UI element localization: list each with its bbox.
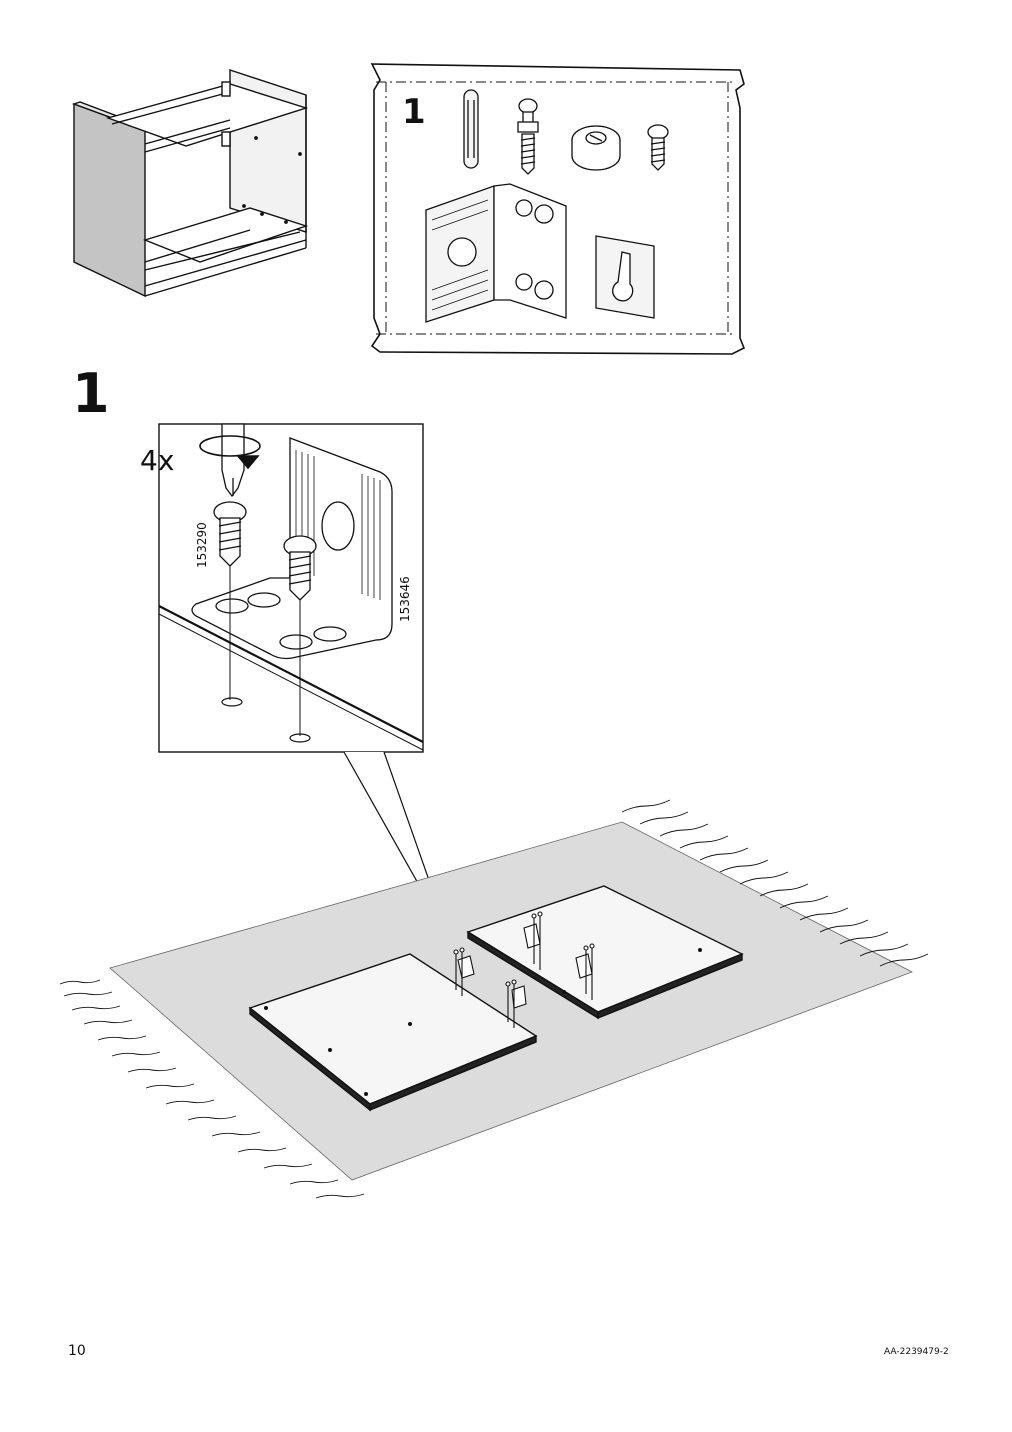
bracket-icon <box>523 911 543 970</box>
screw-icon <box>647 124 669 171</box>
rotation-arrow-icon <box>199 435 261 470</box>
detail-screw-icon <box>213 501 247 567</box>
quantity-label: 4x <box>140 444 175 477</box>
document-id: AA-2239479-2 <box>884 1347 949 1357</box>
step-detail-box <box>158 423 451 941</box>
screwdriver-icon <box>221 423 245 498</box>
parts-box <box>370 63 746 355</box>
parts-box-step-label: 1 <box>402 92 426 132</box>
page-number: 10 <box>68 1343 86 1359</box>
step-number: 1 <box>72 362 110 425</box>
dowel-icon <box>463 89 479 169</box>
screw-part-number: 153290 <box>195 522 209 568</box>
bracket-part-number: 153646 <box>398 576 412 622</box>
hanging-plate-icon <box>595 235 655 319</box>
cam-lock-bolt-icon <box>517 98 539 175</box>
bracket-icon <box>575 943 595 1000</box>
detail-screw-icon <box>283 535 317 601</box>
panel-right-icon <box>466 885 744 1020</box>
bracket-icon <box>505 979 527 1028</box>
bracket-icon <box>453 947 475 996</box>
angle-bracket-icon <box>425 183 567 323</box>
cam-lock-icon <box>571 125 621 171</box>
floor-mat-illustration <box>59 799 929 1199</box>
panel-left-icon <box>248 953 538 1112</box>
cabinet-overview-illustration <box>71 69 309 298</box>
